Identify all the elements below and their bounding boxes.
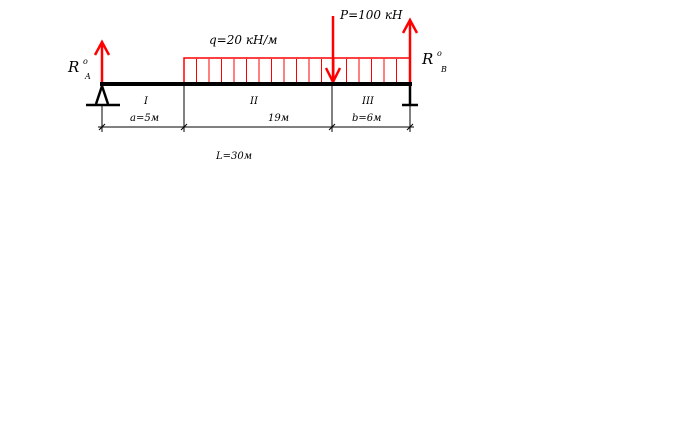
support-right-post [402, 86, 418, 107]
distributed-load-hatching [196, 59, 397, 83]
section-3-numeral: III [361, 96, 375, 107]
point-load-arrow [324, 16, 342, 85]
reaction-label-left: R o A [67, 57, 91, 81]
reaction-arrow-right [401, 17, 419, 84]
distributed-load [183, 57, 411, 85]
reaction-arrow-left [93, 39, 111, 84]
svg-text:R: R [421, 50, 433, 68]
section-3-length: b=6м [352, 113, 381, 124]
distributed-load-label: q=20 кН/м [209, 33, 277, 47]
dimension-line [98, 123, 414, 131]
section-2-numeral: II [249, 96, 259, 107]
svg-text:R: R [67, 58, 79, 76]
section-1-length: a=5м [130, 113, 159, 124]
svg-text:B: B [440, 65, 447, 74]
svg-text:o: o [83, 57, 88, 66]
svg-text:o: o [437, 49, 442, 58]
svg-text:A: A [84, 72, 91, 81]
point-load-label: P=100 кН [339, 8, 403, 22]
span-length-label: L=30м [215, 151, 252, 162]
reaction-label-right: R o B [421, 49, 447, 74]
section-1-numeral: I [143, 96, 149, 107]
support-left-pin [86, 85, 120, 107]
section-2-length: 19м [268, 113, 289, 124]
section-dividers [101, 86, 411, 132]
